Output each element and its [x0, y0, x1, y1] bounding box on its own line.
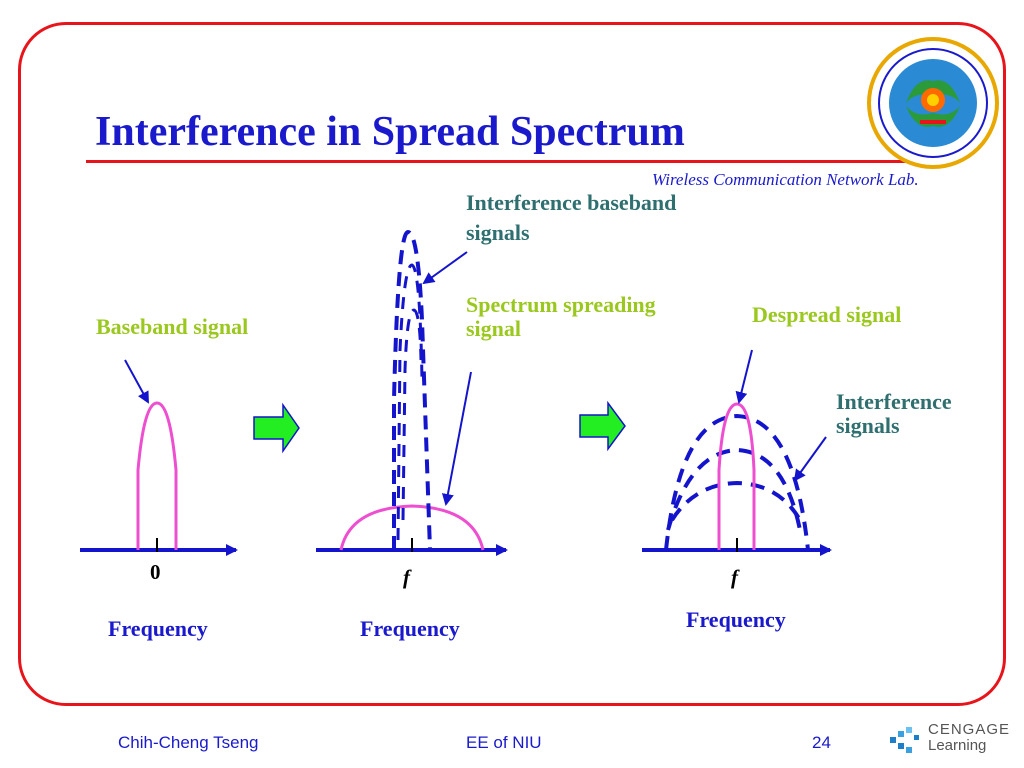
interference-baseband-inner	[396, 263, 424, 541]
publisher-line1: CENGAGE	[928, 721, 1011, 738]
footer-page-number: 24	[812, 733, 831, 752]
tick-label-f-middle: f	[403, 565, 410, 589]
panel-baseband	[80, 359, 238, 556]
axis-label-frequency-right: Frequency	[686, 607, 786, 632]
pointer-arrow	[441, 371, 472, 506]
interference-signal-curve	[670, 480, 802, 522]
interference-baseband-curve	[392, 229, 432, 551]
despread-signal-curve	[717, 402, 756, 550]
footer-author: Chih-Cheng Tseng	[118, 733, 259, 752]
interference-baseband-inner	[401, 308, 423, 521]
footer-dept: EE of NIU	[466, 733, 542, 752]
panel-despread	[642, 349, 832, 556]
cengage-logo-icon	[890, 727, 919, 753]
label-baseband-signal: Baseband signal	[96, 314, 249, 339]
university-seal-icon	[867, 37, 999, 169]
label-interference-signals: Interference signals	[836, 389, 952, 438]
lab-name: Wireless Communication Network Lab.	[652, 170, 919, 189]
tick-label-zero: 0	[150, 560, 161, 584]
axis-label-frequency-middle: Frequency	[360, 616, 460, 641]
label-despread-signal: Despread signal	[752, 302, 902, 327]
pointer-arrow	[422, 251, 468, 285]
interference-signal-curve	[666, 447, 802, 531]
panel-spread	[316, 229, 508, 556]
spread-signal-curve	[339, 504, 485, 551]
pointer-arrow	[793, 436, 827, 482]
tick-label-f-right: f	[731, 565, 738, 589]
right-block-arrow-icon	[579, 400, 626, 452]
label-spectrum-spreading: Spectrum spreading signal	[466, 292, 656, 341]
axis-label-frequency-left: Frequency	[108, 616, 208, 641]
right-block-arrow-icon	[253, 402, 300, 454]
slide-frame	[18, 22, 1006, 706]
title-underline	[86, 160, 946, 163]
baseband-signal-curve	[136, 401, 178, 550]
pointer-arrow	[124, 359, 149, 404]
publisher-line2: Learning	[928, 737, 987, 754]
slide-title: Interference in Spread Spectrum	[95, 109, 685, 155]
publisher-wordmark: CENGAGE Learning	[928, 722, 1010, 754]
label-interference-baseband: Interference baseband signals	[466, 190, 677, 245]
pointer-arrow	[735, 349, 753, 404]
